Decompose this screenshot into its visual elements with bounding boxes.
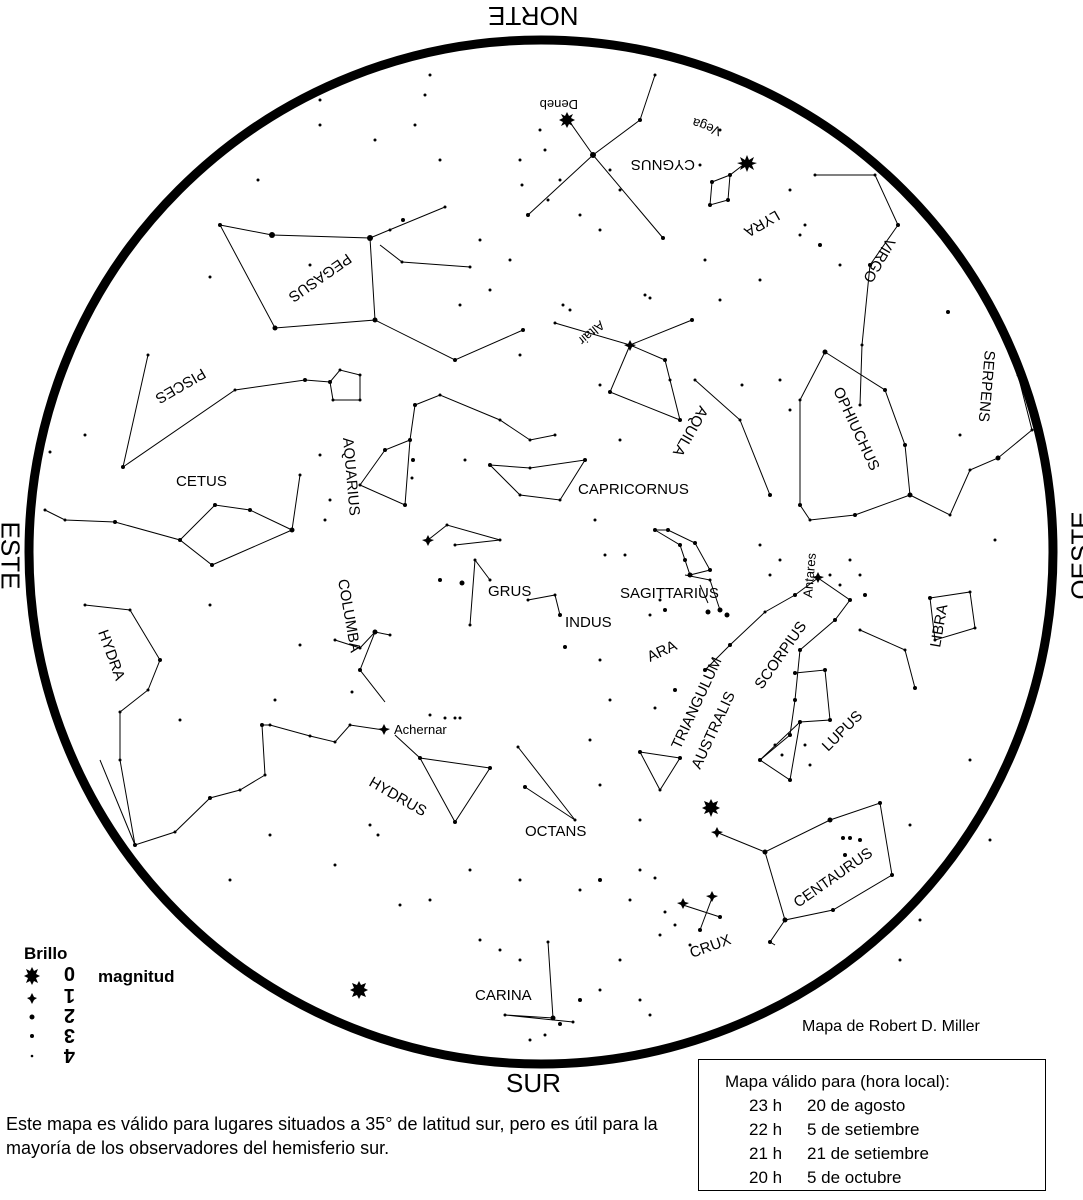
validity-hour: 23 h bbox=[749, 1096, 783, 1115]
label-achernar: Achernar bbox=[394, 722, 447, 737]
achernar-star bbox=[378, 724, 390, 735]
legend-levels: 0 1 2 3 4 bbox=[63, 962, 75, 1066]
label-carina: CARINA bbox=[475, 987, 532, 1004]
label-antares: Antares bbox=[800, 552, 819, 598]
legend-mag2-icon bbox=[29, 1014, 35, 1020]
legend-title: Brillo bbox=[24, 944, 68, 963]
label-hydra: HYDRA bbox=[94, 628, 128, 683]
legend-magnitude-label: magnitud bbox=[98, 967, 175, 986]
validity-row: 23 h 20 de agosto bbox=[749, 1096, 905, 1116]
mimosa-star bbox=[706, 891, 718, 902]
direction-east: ESTE bbox=[0, 521, 26, 590]
label-serpens: SERPENS bbox=[975, 350, 998, 423]
legend-level-4: 4 bbox=[63, 1044, 75, 1066]
label-indus: INDUS bbox=[565, 614, 612, 631]
legend-symbols bbox=[24, 967, 40, 1058]
label-sagittarius: SAGITTARIUS bbox=[620, 585, 719, 602]
deneb-star bbox=[559, 112, 575, 128]
label-pisces: PISCES bbox=[152, 365, 208, 407]
constellation-labels: CAPRICORNUS GRUS INDUS SAGITTARIUS OCTAN… bbox=[94, 156, 998, 1004]
label-ara: ARA bbox=[645, 637, 680, 665]
label-aquarius: AQUARIUS bbox=[339, 437, 363, 517]
label-scorpius: SCORPIUS bbox=[751, 618, 810, 692]
label-pegasus: PEGASUS bbox=[285, 250, 354, 306]
direction-north: NORTE bbox=[488, 1, 579, 31]
label-crux: CRUX bbox=[688, 931, 734, 962]
legend-mag4-icon bbox=[30, 1054, 34, 1058]
label-altair: Altair bbox=[575, 318, 608, 349]
validity-hour: 20 h bbox=[749, 1168, 783, 1187]
label-aquila: AQUILA bbox=[669, 403, 711, 459]
legend-mag3-icon bbox=[30, 1034, 34, 1038]
altair-star bbox=[624, 340, 636, 351]
validity-date: 21 de setiembre bbox=[807, 1144, 929, 1163]
label-ophiuchus: OPHIUCHUS bbox=[829, 385, 882, 474]
validity-title: Mapa válido para (hora local): bbox=[725, 1072, 950, 1091]
alnair-star bbox=[422, 535, 434, 546]
acrux-star bbox=[677, 898, 689, 909]
label-libra: LIBRA bbox=[927, 603, 951, 649]
direction-south: SUR bbox=[506, 1068, 561, 1098]
legend-level-3: 3 bbox=[64, 1024, 75, 1046]
validity-row: 22 h 5 de setiembre bbox=[749, 1120, 919, 1140]
label-vega: Vega bbox=[689, 115, 723, 139]
latitude-note: Este mapa es válido para lugares situado… bbox=[6, 1114, 658, 1158]
legend-level-0: 0 bbox=[64, 962, 75, 984]
label-lupus: LUPUS bbox=[819, 707, 866, 754]
label-columba: COLUMBA bbox=[334, 578, 364, 654]
label-cygnus: CYGNUS bbox=[631, 156, 695, 173]
constellation-lines bbox=[44, 74, 1033, 1023]
label-lyra: LYRA bbox=[741, 207, 782, 241]
validity-hour: 22 h bbox=[749, 1120, 783, 1139]
stars bbox=[43, 73, 1034, 1042]
label-octans: OCTANS bbox=[525, 823, 586, 840]
label-virgo: VIRGO bbox=[859, 235, 898, 285]
canopus-star bbox=[350, 981, 368, 999]
label-hydrus: HYDRUS bbox=[366, 774, 429, 820]
vega-star bbox=[737, 155, 757, 172]
horizon-circle bbox=[24, 35, 1058, 1069]
legend-mag1-icon bbox=[27, 993, 37, 1004]
validity-date: 5 de octubre bbox=[807, 1168, 902, 1187]
map-credit: Mapa de Robert D. Miller bbox=[802, 1018, 980, 1035]
star-labels: Deneb Vega Altair Antares Achernar bbox=[394, 97, 819, 737]
validity-date: 20 de agosto bbox=[807, 1096, 906, 1115]
validity-row: 21 h 21 de setiembre bbox=[749, 1144, 929, 1164]
rigil-star bbox=[702, 799, 720, 817]
label-centaurus: CENTAURUS bbox=[791, 844, 876, 911]
label-capricornus: CAPRICORNUS bbox=[578, 481, 689, 498]
direction-west: OESTE bbox=[1065, 511, 1083, 600]
label-grus: GRUS bbox=[488, 583, 531, 600]
antares-star bbox=[812, 572, 824, 583]
legend-mag0-icon bbox=[24, 967, 40, 985]
validity-hour: 21 h bbox=[749, 1144, 783, 1163]
hadar-star bbox=[711, 827, 723, 838]
bright-stars bbox=[350, 112, 824, 999]
validity-date: 5 de setiembre bbox=[807, 1120, 920, 1139]
validity-box: Mapa válido para (hora local): 23 h 20 de… bbox=[698, 1059, 1046, 1191]
legend-level-1: 1 bbox=[64, 984, 75, 1006]
label-deneb: Deneb bbox=[540, 97, 578, 112]
legend-level-2: 2 bbox=[64, 1004, 75, 1026]
label-cetus: CETUS bbox=[176, 473, 227, 490]
validity-row: 20 h 5 de octubre bbox=[749, 1168, 902, 1188]
